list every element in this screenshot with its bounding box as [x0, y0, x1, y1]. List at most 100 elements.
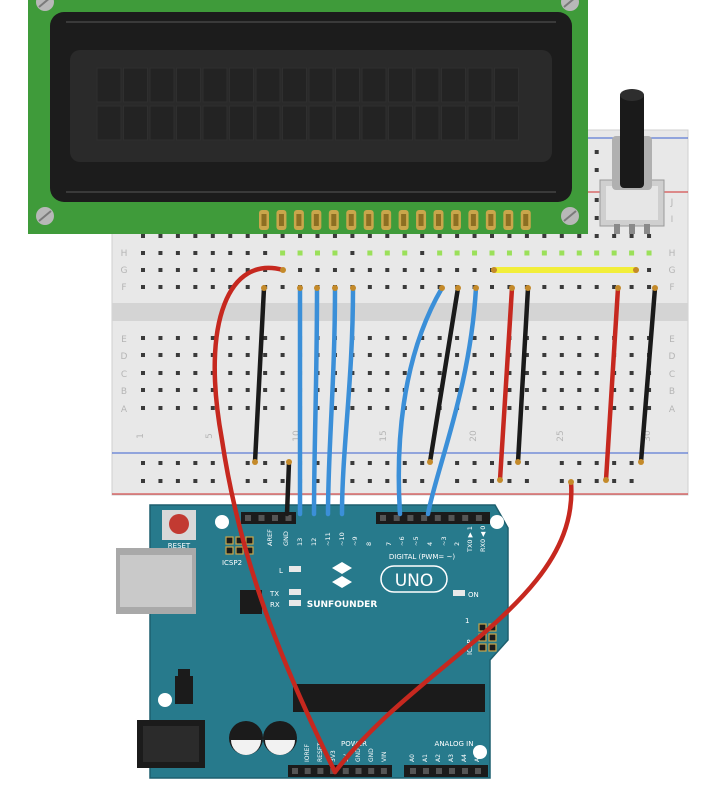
- header-hole: [421, 515, 428, 521]
- rail-hole: [559, 479, 564, 483]
- wire-black-4[interactable]: [638, 285, 658, 465]
- lcd-pin-hole: [505, 214, 511, 226]
- wire-red-5v-long[interactable]: [212, 265, 338, 775]
- wire-red-2[interactable]: [603, 285, 621, 483]
- lcd-character-cell: [282, 105, 307, 141]
- breadboard-hole: [647, 268, 652, 272]
- rail-hole: [594, 479, 599, 483]
- row-letter-g-left: G: [121, 266, 128, 276]
- rail-hole: [245, 461, 250, 465]
- lcd-pin-hole: [383, 214, 389, 226]
- breadboard-hole-highlight: [524, 250, 530, 256]
- row-letter-e-left: E: [121, 335, 127, 345]
- breadboard-hole: [367, 371, 372, 375]
- breadboard-hole-highlight: [332, 250, 338, 256]
- wire-black-3[interactable]: [515, 285, 531, 465]
- rail-hole: [315, 479, 320, 483]
- header-hole: [448, 515, 455, 521]
- mounting-hole-1: [215, 515, 229, 529]
- lcd-character-cell: [229, 67, 254, 103]
- potentiometer[interactable]: [599, 89, 665, 234]
- breadboard-hole: [263, 336, 268, 340]
- lcd-character-cell: [335, 105, 360, 141]
- breadboard-hole: [298, 234, 303, 238]
- breadboard-hole: [158, 353, 163, 357]
- rail-hole: [193, 479, 198, 483]
- arduino-uno: RESET ICSP2 AREF GND 13 12 ~11 ~10 ~9 8 …: [116, 504, 509, 779]
- breadboard-hole: [228, 388, 233, 392]
- breadboard-hole: [490, 353, 494, 357]
- breadboard-hole: [402, 353, 407, 357]
- pin-label-6: ~6: [398, 536, 406, 546]
- header-hole: [380, 768, 387, 774]
- header-hole: [423, 768, 429, 774]
- header-hole: [245, 515, 251, 521]
- rail-hole: [490, 461, 494, 465]
- wire-black-2[interactable]: [427, 285, 461, 465]
- wire-blue-d6[interactable]: [396, 285, 445, 517]
- rail-hole: [507, 461, 512, 465]
- breadboard-hole: [507, 371, 512, 375]
- wire-end: [497, 477, 503, 483]
- breadboard-hole: [193, 234, 198, 238]
- lcd-character-cell: [388, 105, 413, 141]
- breadboard-hole: [210, 268, 215, 272]
- breadboard-hole: [263, 371, 268, 375]
- wire-black-gnd[interactable]: [284, 459, 292, 517]
- breadboard-hole: [158, 251, 163, 255]
- rail-hole: [594, 168, 599, 172]
- lcd-character-cell: [149, 105, 175, 141]
- breadboard-hole: [437, 336, 442, 340]
- col-number-1: 1: [136, 433, 146, 439]
- breadboard-hole-highlight: [611, 250, 617, 256]
- breadboard-hole: [577, 336, 582, 340]
- wire-red-rail[interactable]: [332, 479, 574, 775]
- wire-blue-d12[interactable]: [311, 285, 320, 517]
- breadboard-hole: [263, 388, 268, 392]
- pin-label-a1: A1: [422, 754, 429, 762]
- breadboard-hole: [542, 406, 547, 410]
- wire-blue-d10[interactable]: [339, 285, 356, 517]
- row-letter-e-right: E: [669, 335, 675, 345]
- header-hole: [475, 768, 481, 774]
- dc-power-jack-inner: [143, 726, 199, 762]
- row-letter-g-right: G: [669, 266, 676, 276]
- lcd-pin-hole: [296, 214, 302, 226]
- rail-hole: [158, 479, 163, 483]
- breadboard-hole: [594, 406, 599, 410]
- breadboard-hole: [629, 336, 634, 340]
- wire-end: [491, 267, 497, 273]
- breadboard-hole: [141, 336, 145, 340]
- header-hole: [449, 768, 455, 774]
- rail-hole: [385, 461, 390, 465]
- breadboard-hole: [559, 353, 564, 357]
- breadboard-hole: [385, 336, 390, 340]
- header-hole: [272, 515, 278, 521]
- wire-black-1[interactable]: [252, 285, 267, 465]
- breadboard-hole: [263, 234, 268, 238]
- lcd-character-cell: [202, 67, 228, 103]
- reset-button[interactable]: [169, 514, 189, 534]
- wire-blue-d4[interactable]: [425, 285, 479, 517]
- wire-blue-d11[interactable]: [325, 285, 338, 517]
- rail-hole: [472, 479, 477, 483]
- header-hole: [436, 768, 442, 774]
- breadboard-hole: [559, 234, 564, 238]
- breadboard-hole: [402, 336, 407, 340]
- breadboard-hole: [315, 234, 320, 238]
- usb-port-inner: [120, 555, 192, 607]
- breadboard-hole: [280, 285, 285, 289]
- lcd-pin-hole: [348, 214, 354, 226]
- header-hole: [380, 515, 386, 521]
- breadboard-hole: [542, 388, 547, 392]
- potentiometer-knob[interactable]: [620, 92, 644, 188]
- breadboard-hole: [629, 285, 634, 289]
- breadboard-hole-highlight: [280, 250, 286, 256]
- wire-red-1[interactable]: [497, 285, 515, 483]
- breadboard-hole: [385, 353, 390, 357]
- breadboard-hole: [507, 234, 512, 238]
- pin-label-10: ~10: [338, 532, 346, 546]
- breadboard-hole: [490, 336, 494, 340]
- breadboard-hole: [577, 285, 582, 289]
- breadboard-hole: [367, 388, 372, 392]
